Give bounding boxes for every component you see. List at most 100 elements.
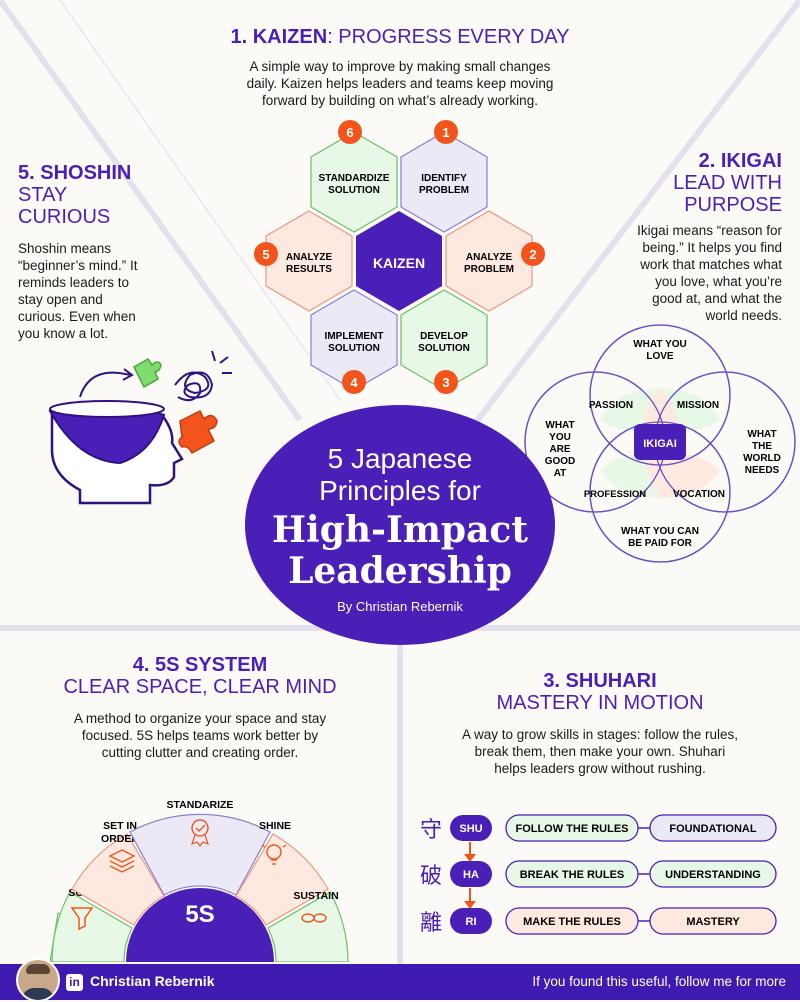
shuhari-title: 3. SHUHARI bbox=[543, 670, 657, 692]
kaizen-step-1-number: 1 bbox=[442, 125, 449, 140]
ikigai-desc-line: Ikigai means “reason for bbox=[637, 223, 782, 238]
ikigai-love-label: WHAT YOU bbox=[633, 339, 687, 350]
kaizen-desc-line: daily. Kaizen helps leaders and teams ke… bbox=[246, 76, 554, 91]
shoshin-description: Shoshin means “beginner’s mind.” It remi… bbox=[18, 240, 218, 342]
shuhari-row-shu: 守 SHU FOLLOW THE RULES FOUNDATIONAL bbox=[420, 814, 777, 842]
center-title-circle bbox=[245, 405, 555, 645]
kaizen-step-5-number: 5 bbox=[262, 247, 269, 262]
ikigai-desc-line: work that matches what bbox=[640, 257, 782, 272]
five-s-desc-line: focused. 5S helps teams work better by bbox=[81, 728, 319, 743]
shu-stage: SHU bbox=[459, 823, 482, 835]
shuhari-desc-line: helps leaders grow without rushing. bbox=[494, 761, 706, 776]
five-s-shine-label: SHINE bbox=[259, 820, 291, 832]
ikigai-world-label: WHAT bbox=[747, 429, 776, 440]
ikigai-description: Ikigai means “reason for being.” It help… bbox=[560, 222, 782, 324]
center-byline: By Christian Rebernik bbox=[337, 599, 463, 614]
infinity-link-icon bbox=[301, 913, 327, 923]
ikigai-vocation-label: VOCATION bbox=[673, 489, 725, 500]
ri-result: MASTERY bbox=[686, 916, 740, 928]
shu-kanji: 守 bbox=[420, 817, 442, 842]
center-title-highlight: Leadership bbox=[288, 550, 512, 592]
shoshin-desc-line: you know a lot. bbox=[18, 326, 109, 341]
shoshin-subtitle: CURIOUS bbox=[18, 206, 111, 228]
footer-author-name[interactable]: Christian Rebernik bbox=[90, 973, 215, 989]
five-s-desc-line: cutting clutter and creating order. bbox=[101, 745, 299, 760]
ikigai-world-label: WORLD bbox=[743, 453, 781, 464]
kaizen-step-6: STANDARDIZE SOLUTION 6 bbox=[310, 120, 398, 233]
ikigai-paid-label: BE PAID FOR bbox=[628, 538, 692, 549]
center-title-line: Principles for bbox=[319, 475, 481, 506]
kaizen-step-3-label: DEVELOP bbox=[420, 331, 468, 342]
five-s-center-label: 5S bbox=[185, 901, 214, 928]
lightbulb-icon bbox=[261, 844, 287, 865]
kaizen-step-5-label: ANALYZE bbox=[286, 252, 333, 263]
shoshin-desc-line: Shoshin means bbox=[18, 241, 112, 256]
five-s-sustain-segment: SUSTAIN bbox=[267, 890, 349, 962]
five-s-standarize-label: STANDARIZE bbox=[167, 799, 234, 811]
avatar[interactable] bbox=[16, 958, 60, 1002]
ha-action: BREAK THE RULES bbox=[520, 869, 625, 881]
kaizen-hexagon-diagram: STANDARDIZE SOLUTION 6 IDENTIFY PROBLEM … bbox=[254, 120, 545, 394]
kaizen-step-6-number: 6 bbox=[346, 125, 353, 140]
five-s-shine-segment: SHINE bbox=[235, 820, 329, 926]
kaizen-step-3-label: SOLUTION bbox=[418, 343, 470, 354]
stack-layers-icon bbox=[108, 849, 136, 873]
green-puzzle-icon bbox=[133, 358, 162, 389]
kaizen-step-3-number: 3 bbox=[442, 375, 449, 390]
kaizen-step-2-label: PROBLEM bbox=[464, 264, 514, 275]
center-title-line: 5 Japanese bbox=[327, 443, 473, 474]
five-s-set-in-order-segment: SET IN ORDER bbox=[71, 820, 165, 926]
ri-action: MAKE THE RULES bbox=[523, 916, 621, 928]
shuhari-row-ri: 離 RI MAKE THE RULES MASTERY bbox=[420, 907, 777, 935]
ikigai-desc-line: you love, what you’re bbox=[655, 274, 782, 289]
ikigai-paid-label: WHAT YOU CAN bbox=[621, 526, 699, 537]
shuhari-row-ha: 破 HA BREAK THE RULES UNDERSTANDING bbox=[420, 860, 777, 888]
ikigai-desc-line: good at, and what the bbox=[652, 291, 782, 306]
kaizen-step-2-label: ANALYZE bbox=[466, 252, 513, 263]
shu-action: FOLLOW THE RULES bbox=[515, 823, 628, 835]
shoshin-desc-line: stay open and bbox=[18, 292, 103, 307]
ikigai-mission-label: MISSION bbox=[677, 400, 719, 411]
kaizen-step-3: DEVELOP SOLUTION 3 bbox=[400, 289, 488, 394]
kaizen-step-1-label: PROBLEM bbox=[419, 185, 469, 196]
ikigai-desc-line: world needs. bbox=[705, 308, 782, 323]
ha-result: UNDERSTANDING bbox=[665, 869, 761, 881]
shoshin-heading: 5. SHOSHIN STAY CURIOUS bbox=[18, 162, 218, 228]
open-head-illustration bbox=[48, 350, 232, 505]
shuhari-desc-line: break them, then make your own. Shuhari bbox=[474, 744, 726, 759]
five-s-fan-diagram: SORT SET IN ORDER STANDARIZE SHINE bbox=[50, 799, 349, 962]
shoshin-desc-line: reminds leaders to bbox=[18, 275, 130, 290]
ikigai-good-at-label: GOOD bbox=[545, 456, 576, 467]
five-s-sustain-label: SUSTAIN bbox=[293, 890, 338, 902]
ikigai-subtitle: LEAD WITH bbox=[673, 172, 782, 194]
ikigai-title: 2. IKIGAI bbox=[698, 150, 782, 172]
center-title-highlight: High-Impact bbox=[272, 509, 528, 551]
orange-puzzle-icon bbox=[178, 409, 218, 455]
kaizen-step-1: IDENTIFY PROBLEM 1 bbox=[400, 120, 488, 233]
kaizen-step-5-label: RESULTS bbox=[286, 264, 332, 275]
ikigai-desc-line: being.” It helps you find bbox=[642, 240, 782, 255]
shuhari-stages-diagram: 守 SHU FOLLOW THE RULES FOUNDATIONAL 破 HA… bbox=[420, 814, 777, 935]
linkedin-icon[interactable]: in bbox=[66, 974, 83, 991]
ri-stage: RI bbox=[466, 916, 477, 928]
kaizen-description: A simple way to improve by making small … bbox=[0, 58, 800, 109]
kaizen-step-1-label: IDENTIFY bbox=[421, 173, 467, 184]
five-s-desc-line: A method to organize your space and stay bbox=[73, 711, 327, 726]
kaizen-desc-line: A simple way to improve by making small … bbox=[249, 59, 551, 74]
shuhari-desc-line: A way to grow skills in stages: follow t… bbox=[461, 727, 739, 742]
ikigai-good-at-label: YOU bbox=[549, 432, 571, 443]
ha-kanji: 破 bbox=[420, 863, 442, 888]
ikigai-good-at-label: AT bbox=[554, 468, 567, 479]
kaizen-step-6-label: STANDARDIZE bbox=[319, 173, 390, 184]
five-s-heading: 4. 5S SYSTEM CLEAR SPACE, CLEAR MIND bbox=[0, 654, 400, 698]
five-s-title: 4. 5S SYSTEM bbox=[132, 654, 268, 676]
shu-result: FOUNDATIONAL bbox=[669, 823, 756, 835]
kaizen-desc-line: forward by building on what’s already wo… bbox=[262, 93, 538, 108]
shoshin-desc-line: curious. Even when bbox=[18, 309, 136, 324]
ha-stage: HA bbox=[463, 869, 479, 881]
ikigai-heading: 2. IKIGAI LEAD WITH PURPOSE bbox=[560, 150, 782, 216]
shuhari-description: A way to grow skills in stages: follow t… bbox=[400, 726, 800, 777]
five-s-set-in-order-label: ORDER bbox=[101, 833, 139, 845]
shoshin-title: 5. SHOSHIN bbox=[18, 162, 132, 184]
kaizen-center: KAIZEN bbox=[356, 211, 442, 311]
